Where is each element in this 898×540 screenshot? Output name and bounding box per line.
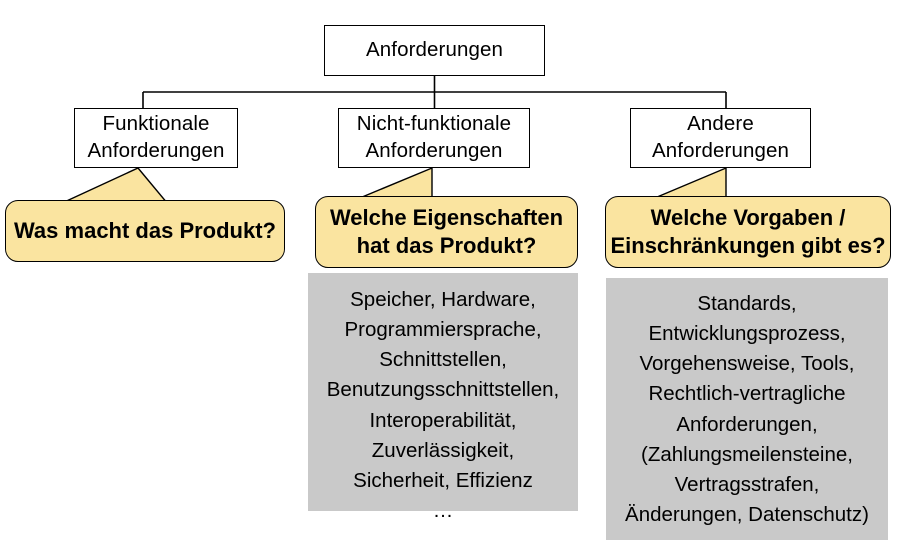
detail-line: Rechtlich-vertragliche bbox=[648, 382, 846, 406]
detail-line: Zuverlässigkeit, bbox=[371, 438, 515, 462]
detail-line: Sicherheit, Effizienz bbox=[353, 468, 533, 492]
details-box-andere: Standards, Entwicklungsprozess, Vorgehen… bbox=[606, 278, 888, 540]
callout-funktionale-line1: Was macht das Produkt? bbox=[13, 218, 276, 244]
node-nicht-funktionale-anforderungen[interactable]: Nicht-funktionale Anforderungen bbox=[338, 108, 530, 168]
detail-line: Vertragsstrafen, bbox=[674, 472, 820, 496]
callout-andere-line2: Einschränkungen gibt es? bbox=[610, 233, 886, 258]
detail-line: Vorgehensweise, Tools, bbox=[639, 352, 855, 376]
node-nicht-funktionale-line1: Nicht-funktionale bbox=[356, 112, 512, 136]
details-box-nicht-funktionale: Speicher, Hardware, Programmiersprache, … bbox=[308, 273, 578, 522]
callout-andere[interactable]: Welche Vorgaben / Einschränkungen gibt e… bbox=[605, 196, 891, 268]
node-funktionale-anforderungen[interactable]: Funktionale Anforderungen bbox=[74, 108, 238, 168]
callout-nicht-funktionale-line1: Welche Eigenschaften bbox=[329, 205, 564, 231]
callout-nicht-funktionale[interactable]: Welche Eigenschaften hat das Produkt? bbox=[315, 196, 578, 268]
detail-line: (Zahlungsmeilensteine, bbox=[641, 442, 853, 466]
detail-ellipsis: … bbox=[432, 498, 454, 522]
detail-line: Entwicklungsprozess, bbox=[648, 322, 846, 346]
node-andere-line1: Andere bbox=[687, 112, 754, 136]
node-funktionale-line1: Funktionale bbox=[102, 112, 210, 136]
detail-line: Speicher, Hardware, bbox=[350, 288, 536, 311]
detail-line: Programmiersprache, bbox=[344, 318, 542, 342]
callout-funktionale[interactable]: Was macht das Produkt? bbox=[5, 200, 285, 262]
detail-line: Anforderungen, bbox=[676, 412, 818, 436]
node-andere-anforderungen[interactable]: Andere Anforderungen bbox=[630, 108, 811, 168]
callout-nicht-funktionale-line2: hat das Produkt? bbox=[356, 233, 537, 258]
detail-line: Standards, bbox=[697, 292, 797, 315]
detail-ellipsis: … bbox=[737, 530, 758, 540]
detail-line: Änderungen, Datenschutz) bbox=[625, 502, 869, 526]
detail-line: Schnittstellen, bbox=[379, 348, 507, 372]
detail-line: Benutzungsschnittstellen, bbox=[326, 378, 560, 402]
node-funktionale-line2: Anforderungen bbox=[87, 139, 225, 162]
node-andere-line2: Anforderungen bbox=[652, 139, 789, 162]
node-nicht-funktionale-line2: Anforderungen bbox=[365, 139, 503, 162]
node-root[interactable]: Anforderungen bbox=[324, 25, 545, 76]
detail-line: Interoperabilität, bbox=[369, 408, 517, 432]
callout-andere-line1: Welche Vorgaben / bbox=[650, 205, 846, 231]
callout-tail-funktionale bbox=[59, 167, 170, 205]
node-root-label: Anforderungen bbox=[366, 38, 503, 62]
